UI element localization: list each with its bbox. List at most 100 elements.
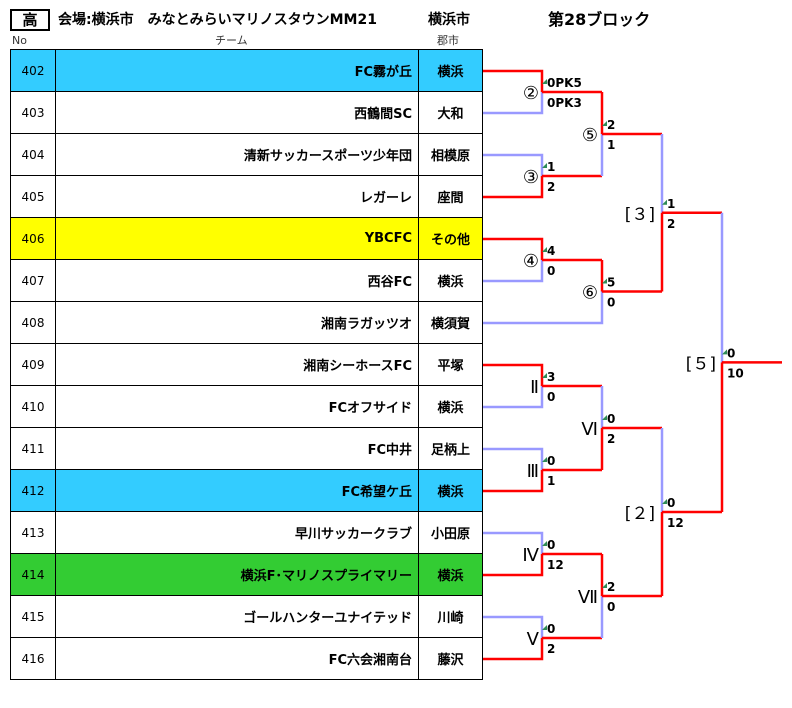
b3-score-bottom: 2 — [667, 217, 675, 231]
team-name: YBCFC — [56, 218, 419, 259]
team-city: 横浜 — [437, 65, 464, 80]
mVII-score-top: 2 — [607, 580, 615, 594]
team-city: 大和 — [437, 107, 464, 122]
team-number: 412 — [11, 470, 56, 511]
mIII-score-bottom: 1 — [547, 474, 555, 488]
team-city: 横浜 — [437, 569, 464, 584]
mVI-score-top: 0 — [607, 412, 615, 426]
team-number: 413 — [11, 512, 56, 553]
host-city: 横浜市 — [428, 12, 470, 28]
team-name: FC六会湘南台 — [56, 638, 419, 679]
m2-label: ② — [523, 83, 539, 104]
team-city: 座間 — [437, 191, 464, 206]
team-name: ゴールハンターユナイテッド — [56, 596, 419, 637]
team-number: 411 — [11, 428, 56, 469]
winner-flag-icon — [722, 349, 727, 355]
team-number: 406 — [11, 218, 56, 259]
winner-flag-icon — [542, 247, 547, 252]
block-title: 第28ブロック — [548, 10, 651, 29]
team-city: 藤沢 — [437, 653, 464, 668]
mIII-top-line — [483, 447, 544, 470]
team-city: 横浜 — [437, 275, 464, 290]
team-number: 414 — [11, 554, 56, 595]
team-number: 410 — [11, 386, 56, 427]
winner-flag-icon — [542, 457, 547, 462]
m4-score-top: 4 — [547, 244, 555, 258]
team-name: FCオフサイド — [56, 386, 419, 427]
mII-bottom-line — [483, 386, 544, 409]
winner-flag-icon — [542, 541, 547, 546]
mIV-label: Ⅳ — [522, 545, 539, 566]
team-city: 小田原 — [430, 527, 470, 542]
m6-score-top: 5 — [607, 276, 615, 290]
column-header-no: No — [12, 34, 27, 47]
team-name: 早川サッカークラブ — [56, 512, 419, 553]
column-header-city: 郡市 — [437, 34, 459, 47]
m3-label: ③ — [523, 167, 539, 188]
m5-score-top: 2 — [607, 118, 615, 132]
team-city: その他 — [430, 233, 470, 248]
winner-flag-icon — [602, 121, 607, 126]
m3-score-top: 1 — [547, 160, 555, 174]
column-header-team: チーム — [215, 34, 248, 47]
mVII-score-bottom: 0 — [607, 600, 615, 614]
winner-flag-icon — [542, 625, 547, 630]
team-number: 402 — [11, 50, 56, 91]
b2-score-bottom: 12 — [667, 516, 684, 530]
mVI-label: Ⅵ — [581, 419, 598, 440]
winner-flag-icon — [602, 583, 607, 588]
mII-top-line — [483, 363, 544, 386]
m5-label: ⑤ — [582, 125, 598, 146]
winner-flag-icon — [662, 199, 667, 205]
mII-label: Ⅱ — [530, 377, 539, 398]
team-number: 408 — [11, 302, 56, 343]
team-name: FC霧が丘 — [56, 50, 419, 91]
team-number: 416 — [11, 638, 56, 679]
b2-score-top: 0 — [667, 496, 675, 510]
m2-score-bottom: 0PK3 — [547, 96, 582, 110]
mIII-bottom-line — [483, 470, 544, 493]
team-city: 横須賀 — [430, 317, 470, 332]
venue-title: 会場:横浜市 みなとみらいマリノスタウンMM21 — [58, 12, 377, 28]
b5-score-top: 0 — [727, 346, 735, 360]
m4-bottom-line — [483, 260, 544, 283]
m2-top-line — [483, 69, 544, 92]
m2-score-top: 0PK5 — [547, 76, 582, 90]
mIV-score-top: 0 — [547, 538, 555, 552]
mII-score-top: 3 — [547, 370, 555, 384]
team-name: FC希望ケ丘 — [56, 470, 419, 511]
team-number: 405 — [11, 176, 56, 217]
team-name: 西谷FC — [56, 260, 419, 301]
b5-label: [５] — [686, 354, 716, 374]
winner-flag-icon — [602, 278, 607, 284]
winner-flag-icon — [662, 499, 667, 504]
b5-score-bottom: 10 — [727, 366, 744, 380]
m3-top-line — [483, 153, 544, 176]
team-number: 404 — [11, 134, 56, 175]
team-number: 409 — [11, 344, 56, 385]
team-name: 西鶴間SC — [56, 92, 419, 133]
mIV-bottom-line — [483, 554, 544, 577]
team-name: 湘南ラガッツオ — [56, 302, 419, 343]
b3-score-top: 1 — [667, 197, 675, 211]
m5-score-bottom: 1 — [607, 138, 615, 152]
m4-score-bottom: 0 — [547, 264, 555, 278]
level-badge: 高 — [10, 9, 50, 31]
mII-score-bottom: 0 — [547, 390, 555, 404]
